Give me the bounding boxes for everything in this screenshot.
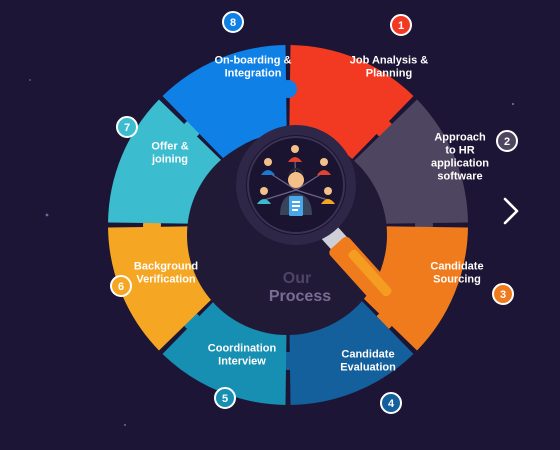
- next-arrow-icon[interactable]: [500, 195, 524, 227]
- process-ring: [108, 45, 468, 405]
- badge-number: 8: [230, 17, 236, 29]
- step-label-line: Verification: [136, 274, 196, 286]
- step-badges: 1 2 3 4 5 6 7 8: [110, 11, 518, 414]
- step-label-line: software: [437, 171, 482, 183]
- step-label-line: Sourcing: [433, 274, 481, 286]
- step-badge-3: 3: [492, 283, 514, 305]
- step-badge-6: 6: [110, 275, 132, 297]
- step-badge-5: 5: [214, 387, 236, 409]
- step-badge-7: 7: [116, 116, 138, 138]
- step-label-line: Interview: [218, 356, 266, 368]
- step-badge-8: 8: [222, 11, 244, 33]
- badge-number: 1: [398, 20, 404, 32]
- badge-circle: [222, 11, 244, 33]
- people-network-icon: [257, 145, 335, 216]
- badge-number: 6: [118, 281, 124, 293]
- step-label-line: Approach: [434, 132, 486, 144]
- badge-circle: [492, 283, 514, 305]
- step-label-line: application: [431, 158, 489, 170]
- ring-segment-2: [353, 99, 468, 224]
- center-title-line2: Process: [269, 288, 331, 305]
- ring-segment-8: [162, 45, 287, 160]
- badge-circle: [110, 275, 132, 297]
- step-label-line: to HR: [445, 145, 474, 157]
- badge-circle: [214, 387, 236, 409]
- badge-number: 3: [500, 289, 506, 301]
- step-badge-4: 4: [380, 392, 402, 414]
- step-label-line: Background: [134, 261, 198, 273]
- badge-number: 7: [124, 122, 130, 134]
- badge-circle: [116, 116, 138, 138]
- step-label-line: Offer &: [151, 141, 188, 153]
- badge-number: 5: [222, 393, 228, 405]
- step-badge-2: 2: [496, 130, 518, 152]
- badge-circle: [390, 14, 412, 36]
- badge-number: 4: [388, 398, 395, 410]
- step-label-line: Planning: [366, 68, 412, 80]
- step-label-line: Coordination: [208, 343, 277, 355]
- step-label-1: Job Analysis &Planning: [350, 55, 429, 80]
- center-title-line1: Our: [283, 270, 311, 287]
- badge-number: 2: [504, 136, 510, 148]
- step-label-line: Evaluation: [340, 362, 396, 374]
- badge-circle: [496, 130, 518, 152]
- badge-circle: [380, 392, 402, 414]
- step-label-line: joining: [151, 154, 188, 166]
- ring-connector-8: [279, 80, 297, 98]
- step-label-line: Candidate: [341, 349, 394, 361]
- step-label-8: On-boarding &Integration: [215, 55, 292, 80]
- step-label-7: Offer &joining: [151, 141, 189, 166]
- step-badge-1: 1: [390, 14, 412, 36]
- step-label-line: Candidate: [430, 261, 483, 273]
- step-label-line: Integration: [225, 68, 282, 80]
- step-label-line: Job Analysis &: [350, 55, 429, 67]
- step-label-line: On-boarding &: [215, 55, 292, 67]
